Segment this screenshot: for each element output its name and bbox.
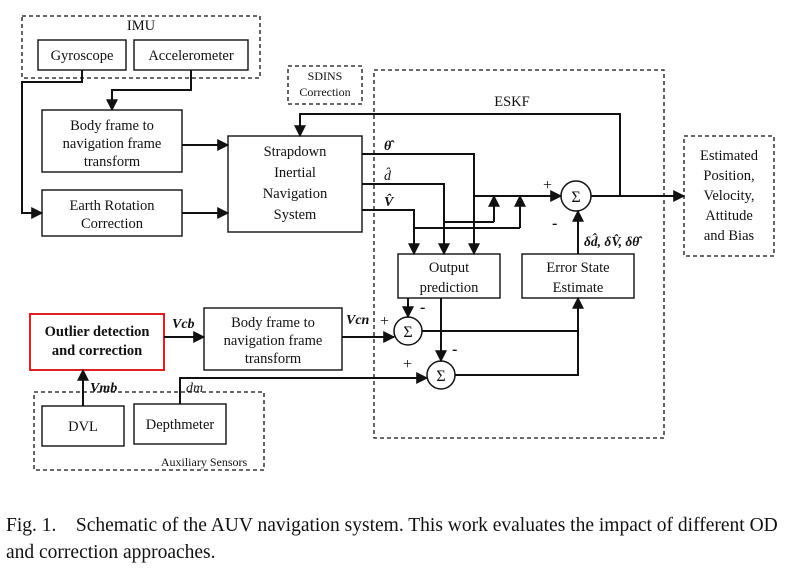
body-frame-bottom-line2: navigation frame bbox=[224, 333, 323, 349]
body-frame-bottom-line1: Body frame to bbox=[231, 315, 315, 331]
sign-minus-main: - bbox=[552, 215, 557, 232]
sum-symbol-main: Σ bbox=[571, 189, 580, 206]
sum-symbol-velocity: Σ bbox=[403, 324, 412, 341]
sins-line4: System bbox=[274, 207, 317, 223]
wire-depth-sum bbox=[179, 372, 429, 404]
earth-rotation-line2: Correction bbox=[81, 216, 144, 232]
auv-navigation-diagram: IMU SDINS Correction ESKF Auxiliary Sens… bbox=[21, 15, 775, 471]
signal-vmb: Vmb bbox=[90, 381, 117, 396]
body-frame-bottom-line3: transform bbox=[245, 351, 302, 367]
wire-d bbox=[362, 183, 450, 256]
estimated-output-line5: and Bias bbox=[704, 228, 755, 244]
estimated-output-line4: Attitude bbox=[705, 208, 753, 224]
imu-group bbox=[21, 15, 261, 79]
sins-line1: Strapdown bbox=[264, 144, 328, 160]
signal-vcb: Vcb bbox=[172, 317, 195, 332]
wire-accel-body bbox=[106, 70, 192, 112]
sins-line3: Navigation bbox=[263, 186, 328, 202]
depthmeter-label: Depthmeter bbox=[146, 417, 215, 433]
outlier-line1: Outlier detection bbox=[45, 324, 150, 340]
signal-d-hat: d̂ bbox=[384, 167, 392, 184]
outlier-line2: and correction bbox=[52, 343, 142, 359]
signal-theta-hat: θ̂ bbox=[384, 139, 395, 154]
wire-theta bbox=[362, 153, 480, 256]
body-frame-top-line2: navigation frame bbox=[63, 136, 162, 152]
sdins-correction-group bbox=[287, 65, 363, 105]
outlier-block bbox=[29, 313, 165, 371]
body-frame-top-line3: transform bbox=[84, 154, 141, 170]
estimated-output-line2: Position, bbox=[703, 168, 754, 184]
wires bbox=[21, 70, 686, 406]
estimated-output-line3: Velocity, bbox=[703, 188, 754, 204]
signal-v-hat: V̂ bbox=[384, 193, 395, 210]
sdins-correction-line1: SDINS bbox=[308, 69, 343, 83]
signal-dm: dm bbox=[186, 381, 203, 396]
wire-sdins-correction bbox=[294, 113, 621, 196]
wire-sum-d-out bbox=[455, 296, 584, 376]
error-state-line2: Estimate bbox=[553, 280, 604, 296]
accelerometer-label: Accelerometer bbox=[148, 48, 234, 64]
dvl-label: DVL bbox=[68, 419, 98, 435]
sign-plus-depth: + bbox=[403, 356, 412, 373]
auxiliary-sensors-label: Auxiliary Sensors bbox=[161, 455, 248, 469]
wire-to-sum-main bbox=[473, 190, 563, 218]
eskf-label: ESKF bbox=[494, 94, 529, 110]
auxiliary-sensors-group bbox=[33, 391, 265, 471]
figure-caption: Fig. 1. Schematic of the AUV navigation … bbox=[6, 512, 806, 566]
estimated-output-line1: Estimated bbox=[700, 148, 759, 164]
caption-text: Schematic of the AUV navigation system. … bbox=[6, 515, 778, 563]
sign-plus-velocity: + bbox=[380, 313, 389, 330]
sum-symbol-depth: Σ bbox=[436, 368, 445, 385]
gyroscope-label: Gyroscope bbox=[51, 48, 114, 64]
sdins-correction-line2: Correction bbox=[299, 85, 350, 99]
caption-label: Fig. 1. bbox=[6, 515, 57, 536]
imu-label: IMU bbox=[127, 18, 156, 34]
signal-error-vector: δd̂, δV̂, δθ̂ bbox=[584, 234, 643, 249]
sign-minus-velocity: - bbox=[420, 299, 425, 316]
sign-plus-main: + bbox=[543, 177, 552, 194]
signal-vcn: Vcn bbox=[346, 313, 370, 328]
wire-gyro-earth bbox=[21, 70, 83, 219]
error-state-line1: Error State bbox=[546, 260, 609, 276]
sins-line2: Inertial bbox=[274, 165, 316, 181]
sign-minus-depth: - bbox=[452, 341, 457, 358]
earth-rotation-line1: Earth Rotation bbox=[70, 198, 156, 214]
wire-v bbox=[362, 209, 420, 256]
output-prediction-line1: Output bbox=[429, 260, 469, 276]
body-frame-top-line1: Body frame to bbox=[70, 118, 154, 134]
output-prediction-line2: prediction bbox=[420, 280, 480, 296]
